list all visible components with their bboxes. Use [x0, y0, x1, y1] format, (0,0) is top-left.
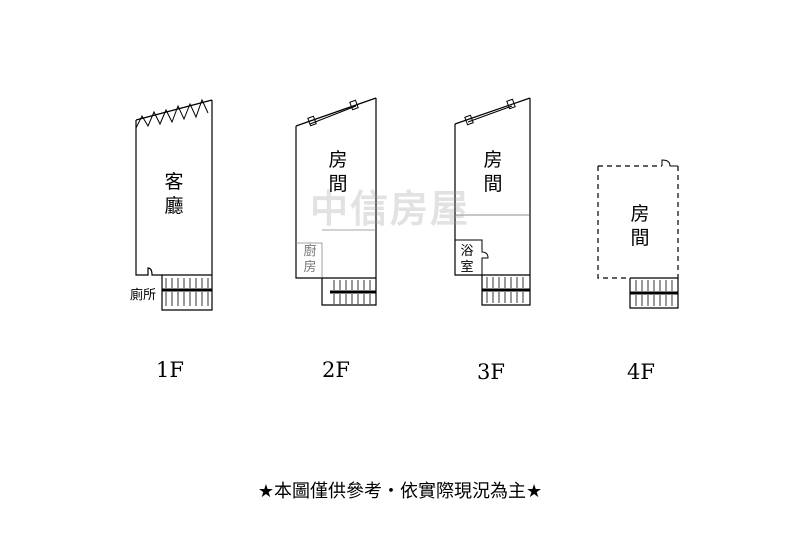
- floor-label-2f: 2F: [322, 358, 350, 382]
- floorplan-3f: [454, 97, 531, 306]
- room-label-3f-bathroom: 浴室: [460, 244, 474, 275]
- floorplan-4f: [597, 159, 679, 309]
- room-label-1f-toilet: 廁所: [130, 288, 157, 303]
- floor-label-1f: 1F: [156, 358, 184, 382]
- room-label-4f-bedroom: 房間: [630, 203, 650, 249]
- watermark-text: 中信房屋: [310, 187, 471, 231]
- disclaimer-text: ★本圖僅供參考・依實際現況為主★: [257, 481, 543, 502]
- room-label-3f-bedroom: 房間: [483, 149, 503, 195]
- floorplan-1f: [135, 98, 213, 311]
- floor-label-3f: 3F: [477, 360, 505, 384]
- floorplan-2f: [295, 97, 377, 306]
- floor-label-4f: 4F: [627, 360, 655, 384]
- room-label-1f-living: 客廳: [164, 171, 184, 217]
- room-label-2f-kitchen: 廚房: [303, 244, 317, 275]
- room-label-2f-bedroom: 房間: [328, 149, 348, 195]
